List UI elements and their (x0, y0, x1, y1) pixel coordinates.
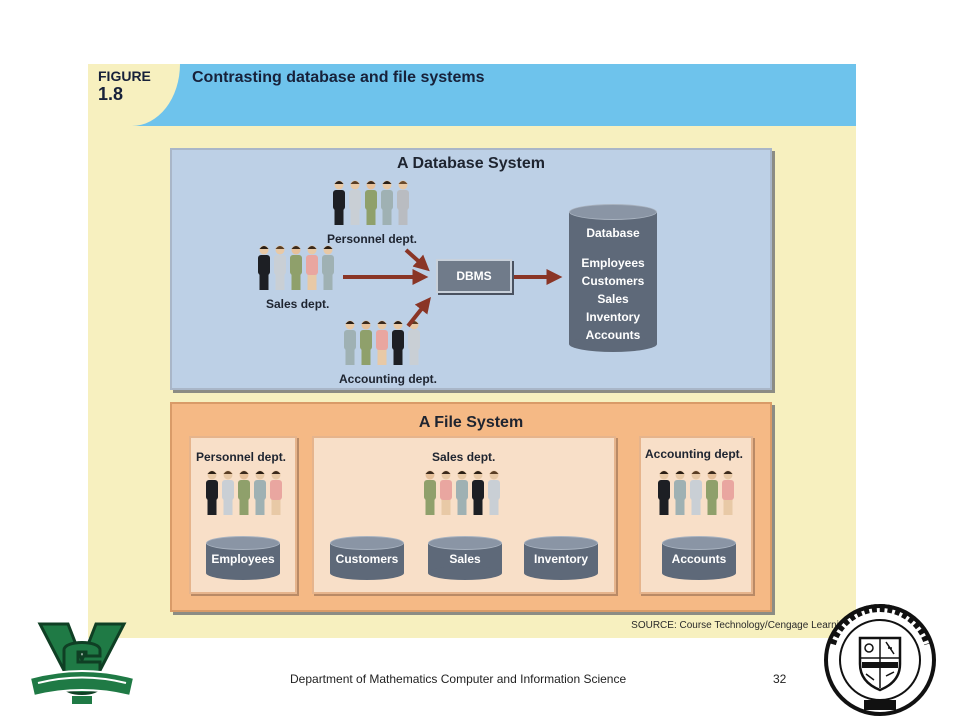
person-icon (290, 245, 302, 290)
person-icon (274, 245, 286, 290)
person-icon (306, 245, 318, 290)
file-inventory-label: Inventory (533, 552, 588, 566)
fs-personnel-label: Personnel dept. (196, 450, 287, 464)
person-icon (258, 245, 270, 290)
mvsu-logo-icon (28, 622, 136, 704)
fs-sales-label: Sales dept. (432, 450, 496, 464)
figure-label-number: 1.8 (98, 84, 124, 104)
person-icon (344, 320, 356, 365)
file-inventory-cylinder: Inventory (524, 536, 598, 580)
person-icon (706, 470, 718, 515)
person-icon (658, 470, 670, 515)
people-group-icon (420, 469, 504, 522)
file-customers-label: Customers (335, 552, 399, 566)
person-icon (376, 320, 388, 365)
person-icon (365, 180, 377, 225)
people-group-icon (329, 179, 413, 232)
people-group-icon (254, 244, 338, 297)
person-icon (392, 320, 404, 365)
database-item-customers: Customers (581, 274, 645, 288)
figure-title: Contrasting database and file systems (192, 69, 485, 86)
figure-label: FIGURE 1.8 (98, 68, 151, 105)
file-system-title: A File System (418, 414, 524, 431)
person-icon (270, 470, 282, 515)
file-employees-label: Employees (211, 552, 275, 566)
person-icon (690, 470, 702, 515)
footer-department: Department of Mathematics Computer and I… (290, 672, 627, 686)
db-personnel-label: Personnel dept. (327, 232, 418, 246)
person-icon (440, 470, 452, 515)
person-icon (424, 470, 436, 515)
person-icon (360, 320, 372, 365)
person-icon (397, 180, 409, 225)
figure-card: FIGURE 1.8 Contrasting database and file… (88, 64, 856, 638)
database-item-accounts: Accounts (585, 328, 641, 342)
person-icon (206, 470, 218, 515)
person-icon (322, 245, 334, 290)
footer-page-number: 32 (773, 672, 787, 686)
arrow-accounting-to-dbms (406, 296, 431, 328)
people-group-icon (340, 319, 424, 372)
person-icon (238, 470, 250, 515)
people-group-icon (654, 469, 738, 522)
db-accounting-label: Accounting dept. (339, 372, 437, 386)
file-sales-label: Sales (449, 552, 481, 566)
database-system-title: A Database System (397, 155, 545, 172)
file-accounts-label: Accounts (671, 552, 727, 566)
file-employees-cylinder: Employees (206, 536, 280, 580)
person-icon (674, 470, 686, 515)
db-sales-label: Sales dept. (266, 297, 330, 311)
database-item-employees: Employees (581, 256, 645, 270)
file-sales-cylinder: Sales (428, 536, 502, 580)
university-seal-icon (824, 604, 936, 716)
file-accounts-cylinder: Accounts (662, 536, 736, 580)
dbms-label: DBMS (456, 269, 492, 283)
person-icon (456, 470, 468, 515)
arrows-layer (343, 248, 563, 328)
figure-header (88, 64, 856, 126)
person-icon (722, 470, 734, 515)
file-customers-cylinder: Customers (330, 536, 404, 580)
database-title: Database (586, 226, 640, 240)
arrow-personnel-to-dbms (404, 248, 430, 272)
person-icon (381, 180, 393, 225)
figure-source: SOURCE: Course Technology/Cengage Learni… (631, 620, 850, 631)
dbms-box: DBMS (436, 259, 512, 293)
database-item-sales: Sales (597, 292, 629, 306)
person-icon (333, 180, 345, 225)
person-icon (472, 470, 484, 515)
fs-accounting-label: Accounting dept. (645, 447, 743, 461)
database-cylinder: Database Employees Customers Sales Inven… (569, 204, 657, 352)
person-icon (254, 470, 266, 515)
person-icon (488, 470, 500, 515)
database-item-inventory: Inventory (585, 310, 640, 324)
figure-label-top: FIGURE (98, 68, 151, 84)
person-icon (349, 180, 361, 225)
people-group-icon (202, 469, 286, 522)
person-icon (222, 470, 234, 515)
